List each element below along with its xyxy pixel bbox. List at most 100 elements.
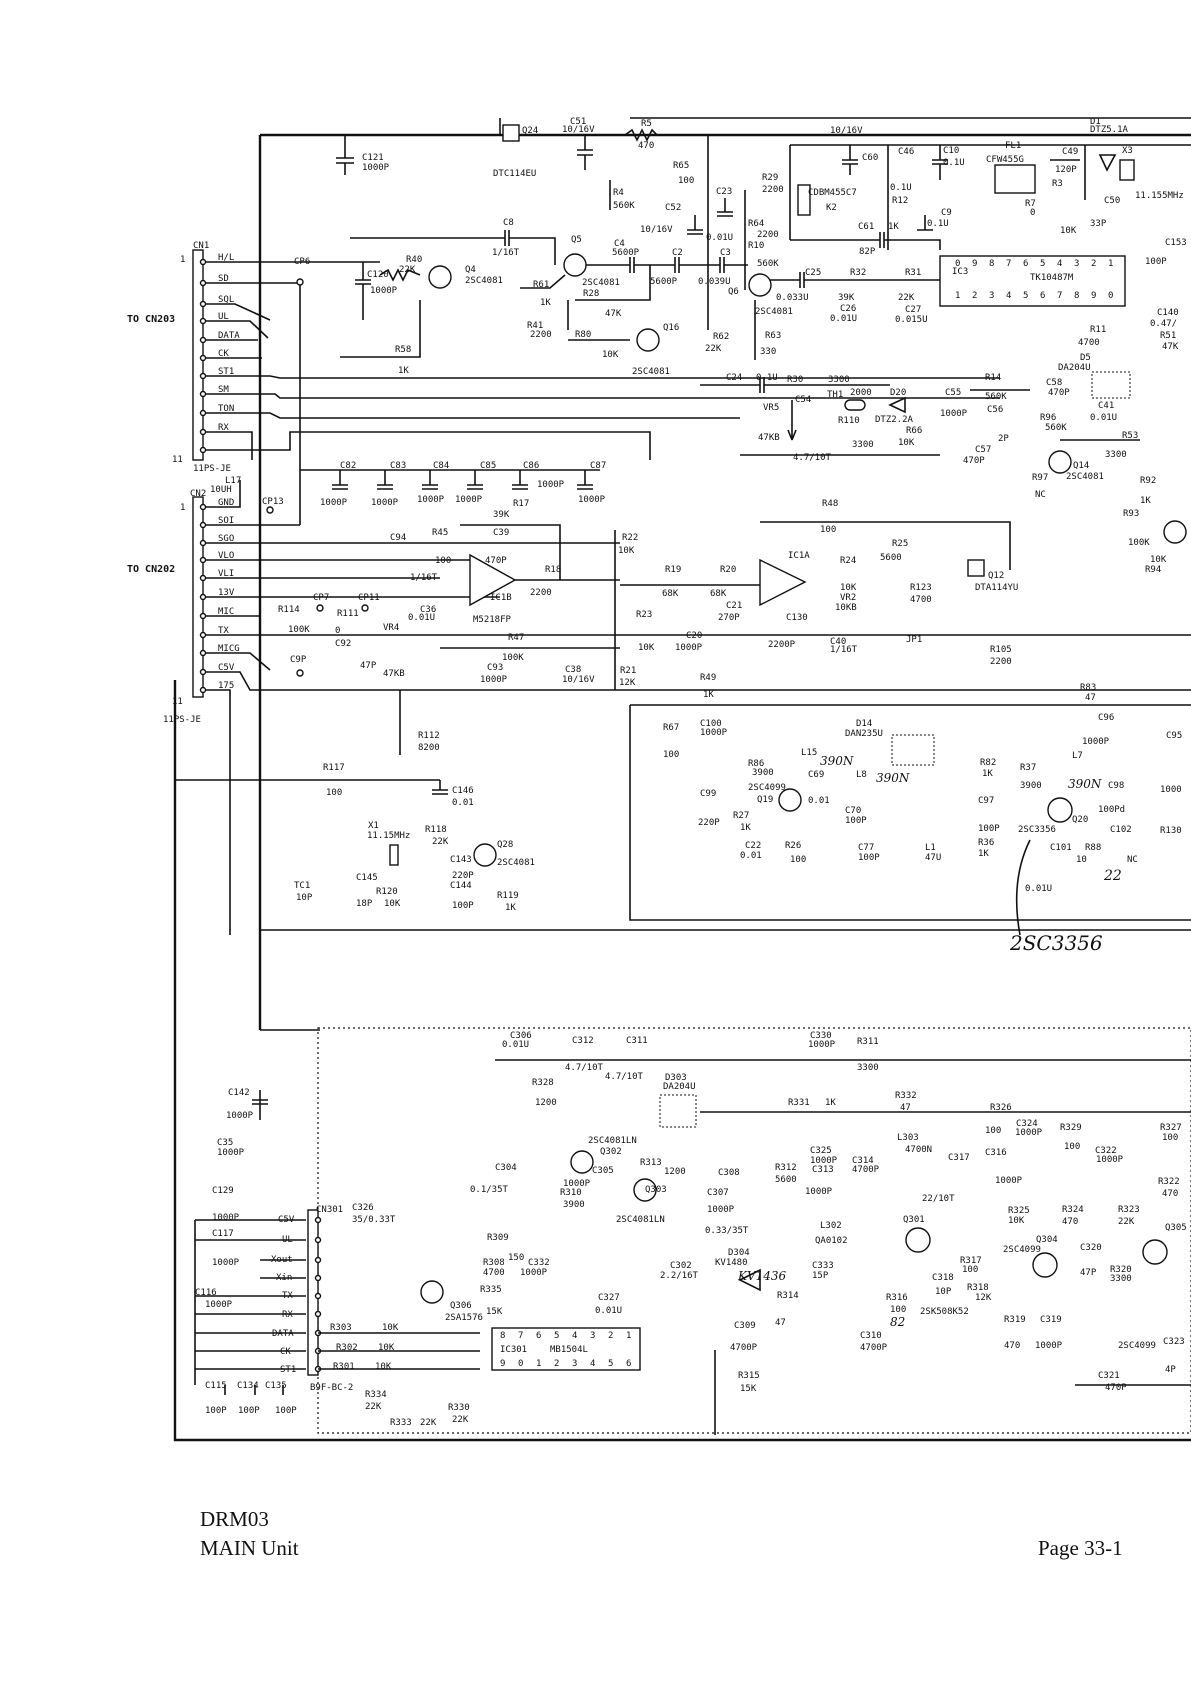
svg-text:1000P: 1000P	[578, 495, 606, 505]
svg-text:0.01U: 0.01U	[595, 1306, 622, 1316]
svg-text:C324: C324	[1016, 1119, 1038, 1129]
svg-text:C309: C309	[734, 1321, 756, 1331]
svg-text:C46: C46	[898, 147, 914, 157]
svg-text:NC: NC	[1127, 855, 1138, 865]
svg-text:C115: C115	[205, 1381, 227, 1391]
svg-text:1000P: 1000P	[205, 1300, 233, 1310]
svg-text:1K: 1K	[825, 1098, 836, 1108]
ic3-box	[939, 255, 1126, 307]
svg-text:2SC4081: 2SC4081	[632, 367, 670, 377]
svg-text:VLO: VLO	[218, 551, 234, 561]
svg-text:560K: 560K	[985, 392, 1007, 402]
svg-text:C302: C302	[670, 1261, 692, 1271]
svg-text:R317: R317	[960, 1256, 982, 1266]
svg-text:11: 11	[172, 697, 183, 707]
ref-osc-section: R117 100 C146 0.01 X1 11.15MHz R118 22K …	[175, 763, 535, 913]
svg-text:R119: R119	[497, 891, 519, 901]
svg-text:100: 100	[435, 556, 451, 566]
svg-text:100: 100	[1162, 1133, 1178, 1143]
svg-text:33P: 33P	[1090, 219, 1107, 229]
svg-text:K2: K2	[826, 203, 837, 213]
svg-text:150: 150	[508, 1253, 524, 1263]
svg-text:100K: 100K	[288, 625, 310, 635]
svg-text:DATA: DATA	[272, 1329, 294, 1339]
svg-text:47P: 47P	[360, 661, 377, 671]
svg-text:R308: R308	[483, 1258, 505, 1268]
svg-text:R123: R123	[910, 583, 932, 593]
svg-text:35/0.33T: 35/0.33T	[352, 1215, 396, 1225]
svg-text:C61: C61	[858, 222, 874, 232]
svg-text:TK10487M: TK10487M	[1030, 273, 1074, 283]
svg-text:C95: C95	[1166, 731, 1182, 741]
svg-text:TX: TX	[218, 626, 229, 636]
svg-text:C49: C49	[1062, 147, 1078, 157]
svg-text:0.01: 0.01	[740, 851, 762, 861]
svg-text:C24: C24	[726, 373, 742, 383]
svg-text:100: 100	[790, 855, 806, 865]
svg-text:10/16V: 10/16V	[562, 125, 595, 135]
svg-text:C27: C27	[905, 305, 921, 315]
svg-text:0.01U: 0.01U	[408, 613, 435, 623]
svg-text:R4: R4	[613, 188, 624, 198]
svg-text:22K: 22K	[365, 1402, 382, 1412]
svg-text:7: 7	[518, 1331, 523, 1341]
svg-text:2SC4081: 2SC4081	[755, 307, 793, 317]
svg-text:4700P: 4700P	[860, 1343, 888, 1353]
svg-text:1: 1	[626, 1331, 631, 1341]
svg-text:1000P: 1000P	[563, 1179, 591, 1189]
svg-text:22K: 22K	[452, 1415, 469, 1425]
svg-text:C55: C55	[945, 388, 961, 398]
svg-text:C40: C40	[830, 637, 846, 647]
svg-text:0.033U: 0.033U	[776, 293, 809, 303]
svg-text:M5218FP: M5218FP	[473, 615, 512, 625]
svg-text:MIC: MIC	[218, 607, 234, 617]
svg-text:DA204U: DA204U	[663, 1082, 696, 1092]
svg-text:3900: 3900	[1020, 781, 1042, 791]
svg-text:R332: R332	[895, 1091, 917, 1101]
svg-text:100P: 100P	[452, 901, 474, 911]
svg-text:0.1U: 0.1U	[756, 373, 778, 383]
svg-text:Q4: Q4	[465, 265, 476, 275]
svg-text:0: 0	[1030, 208, 1035, 218]
svg-text:1K: 1K	[505, 903, 516, 913]
svg-text:4: 4	[1006, 291, 1011, 301]
svg-text:22K: 22K	[432, 837, 449, 847]
svg-text:1000P: 1000P	[1096, 1155, 1124, 1165]
svg-text:R117: R117	[323, 763, 345, 773]
svg-text:2SC4099: 2SC4099	[748, 783, 786, 793]
svg-text:C77: C77	[858, 843, 874, 853]
svg-text:C146: C146	[452, 786, 474, 796]
svg-text:4.7/10T: 4.7/10T	[605, 1072, 644, 1082]
svg-text:C93: C93	[487, 663, 503, 673]
svg-text:2200: 2200	[757, 230, 779, 240]
svg-text:39K: 39K	[493, 510, 510, 520]
svg-text:C100: C100	[700, 719, 722, 729]
svg-text:47P: 47P	[1080, 1268, 1097, 1278]
svg-text:0.1U: 0.1U	[943, 158, 965, 168]
svg-text:4700P: 4700P	[730, 1343, 758, 1353]
svg-text:R325: R325	[1008, 1206, 1030, 1216]
svg-text:9: 9	[1091, 291, 1096, 301]
svg-text:470P: 470P	[1105, 1383, 1127, 1393]
svg-text:R53: R53	[1122, 431, 1138, 441]
svg-text:10K: 10K	[602, 350, 619, 360]
svg-text:2SC4081: 2SC4081	[1066, 472, 1104, 482]
svg-text:10: 10	[1076, 855, 1087, 865]
svg-text:R112: R112	[418, 731, 440, 741]
svg-text:0.01U: 0.01U	[1025, 884, 1052, 894]
svg-text:C96: C96	[1098, 713, 1114, 723]
svg-text:1K: 1K	[888, 222, 899, 232]
svg-text:SQL: SQL	[218, 295, 234, 305]
svg-text:C320: C320	[1080, 1243, 1102, 1253]
svg-text:330: 330	[760, 347, 776, 357]
svg-text:B9F-BC-2: B9F-BC-2	[310, 1383, 353, 1393]
svg-text:D20: D20	[890, 388, 906, 398]
svg-text:L15: L15	[801, 748, 817, 758]
svg-text:CP7: CP7	[313, 593, 329, 603]
svg-text:R97: R97	[1032, 473, 1048, 483]
svg-text:R29: R29	[762, 173, 778, 183]
svg-text:R51: R51	[1160, 331, 1176, 341]
svg-text:R326: R326	[990, 1103, 1012, 1113]
svg-text:1000P: 1000P	[700, 728, 728, 738]
svg-text:68K: 68K	[710, 589, 727, 599]
